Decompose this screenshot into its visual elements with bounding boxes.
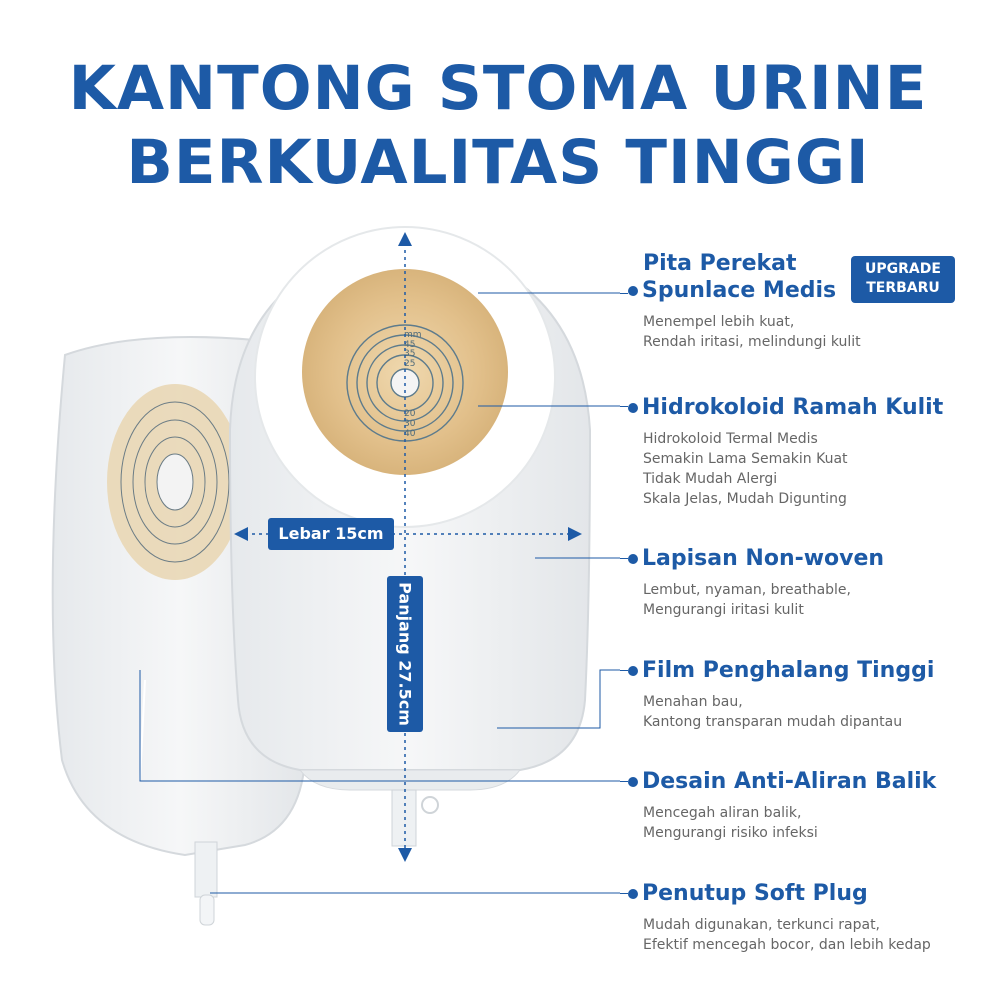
feature-softplug: Penutup Soft Plug Mudah digunakan, terku… — [628, 880, 988, 955]
feature-nonwoven-title: Lapisan Non-woven — [642, 546, 885, 571]
length-label: Panjang 27.5cm — [387, 576, 423, 732]
scale-label-40: 40 — [404, 429, 416, 439]
feature-desc-line: Menahan bau, — [643, 694, 743, 710]
bullet-dot-icon — [628, 402, 638, 413]
bullet-dot-icon — [628, 888, 638, 899]
bullet-dot-icon — [628, 665, 638, 676]
leader-ext-1 — [620, 293, 628, 294]
leader-ext-6 — [620, 893, 628, 894]
feature-desc-line: Menempel lebih kuat, — [643, 314, 795, 330]
feature-nonwoven: Lapisan Non-woven Lembut, nyaman, breath… — [628, 545, 988, 620]
title-line-2: BERKUALITAS TINGGI — [126, 127, 870, 198]
product-illustration: mm 45 35 25 20 30 40 — [51, 226, 620, 926]
feature-desc-line: Mengurangi iritasi kulit — [643, 602, 804, 618]
feature-desc-line: Lembut, nyaman, breathable, — [643, 582, 851, 598]
scale-label-25: 25 — [404, 359, 415, 369]
feature-desc-line: Skala Jelas, Mudah Digunting — [643, 491, 847, 507]
length-label-text: Panjang 27.5cm — [395, 582, 415, 726]
bullet-dot-icon — [628, 776, 638, 787]
feature-film: Film Penghalang Tinggi Menahan bau, Kant… — [628, 657, 988, 732]
feature-antireflux-title: Desain Anti-Aliran Balik — [642, 769, 937, 794]
feature-desc-line: Rendah iritasi, melindungi kulit — [643, 334, 861, 350]
feature-spunlace: Pita Perekat Spunlace Medis Menempel leb… — [628, 250, 988, 352]
feature-desc-line: Mudah digunakan, terkunci rapat, — [643, 917, 881, 933]
scale-label-30: 30 — [404, 419, 416, 429]
feature-softplug-title: Penutup Soft Plug — [642, 881, 868, 906]
feature-desc-line: Mengurangi risiko infeksi — [643, 825, 818, 841]
feature-spunlace-title-1: Pita Perekat — [643, 251, 797, 276]
title-line-1: KANTONG STOMA URINE — [68, 53, 928, 124]
upgrade-badge: UPGRADE TERBARU — [851, 256, 955, 303]
leader-ext-2 — [620, 406, 628, 407]
bullet-dot-icon — [628, 553, 638, 564]
leader-ext-5 — [620, 781, 628, 782]
scale-label-20: 20 — [404, 409, 416, 419]
feature-spunlace-title-2: Spunlace Medis — [642, 278, 837, 303]
width-label: Lebar 15cm — [268, 518, 394, 550]
badge-line-1: UPGRADE — [865, 261, 941, 277]
badge-line-2: TERBARU — [866, 280, 940, 296]
feature-film-title: Film Penghalang Tinggi — [642, 658, 935, 683]
page-title: KANTONG STOMA URINE BERKUALITAS TINGGI — [0, 52, 996, 200]
feature-desc-line: Mencegah aliran balik, — [643, 805, 802, 821]
feature-desc-line: Tidak Mudah Alergi — [643, 471, 778, 487]
scale-label-35: 35 — [404, 349, 415, 359]
feature-hydrocolloid: Hidrokoloid Ramah Kulit Hidrokoloid Term… — [628, 394, 988, 509]
feature-desc-line: Efektif mencegah bocor, dan lebih kedap — [643, 937, 931, 953]
leader-ext-3 — [620, 558, 628, 559]
scale-unit-label: mm — [404, 330, 422, 340]
feature-desc-line: Hidrokoloid Termal Medis — [643, 431, 818, 447]
feature-hydrocolloid-title: Hidrokoloid Ramah Kulit — [642, 395, 944, 420]
bullet-dot-icon — [628, 285, 638, 296]
scale-label-45: 45 — [404, 340, 415, 350]
feature-antireflux: Desain Anti-Aliran Balik Mencegah aliran… — [628, 768, 988, 843]
feature-desc-line: Kantong transparan mudah dipantau — [643, 714, 903, 730]
leader-ext-4 — [620, 670, 628, 671]
feature-desc-line: Semakin Lama Semakin Kuat — [643, 451, 848, 467]
leader-lines — [139, 292, 620, 894]
